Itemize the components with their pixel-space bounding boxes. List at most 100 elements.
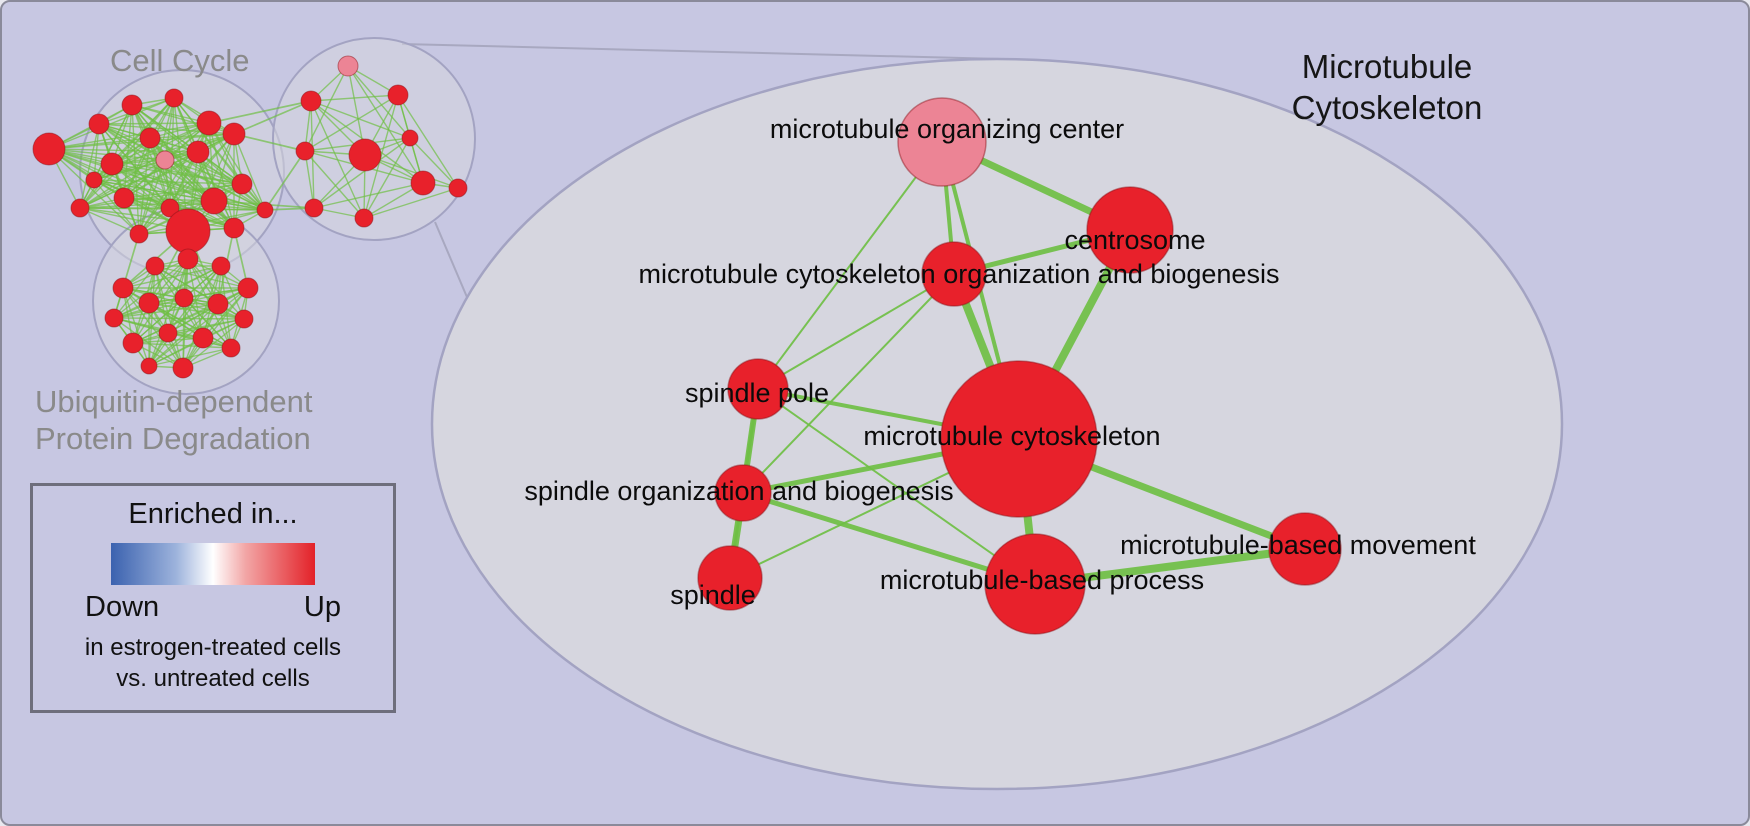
mini-node[interactable]	[100, 152, 124, 176]
mini-edge	[264, 150, 306, 211]
mini-node[interactable]	[295, 141, 315, 161]
ubiquitin-cluster-label: Ubiquitin-dependent Protein Degradation	[35, 384, 313, 456]
mini-node[interactable]	[138, 292, 160, 314]
mini-edge	[79, 123, 100, 209]
mini-node[interactable]	[234, 309, 254, 329]
mini-node[interactable]	[348, 138, 382, 172]
mini-edge	[113, 233, 140, 319]
node-centrosome[interactable]	[1086, 186, 1174, 274]
mini-edge	[347, 65, 424, 184]
mini-edge	[111, 151, 199, 165]
mini-node[interactable]	[222, 122, 246, 146]
node-mt_cyto[interactable]	[940, 360, 1098, 518]
mini-network-nodes	[32, 55, 468, 379]
mini-edge	[79, 133, 235, 209]
mini-node[interactable]	[70, 198, 90, 218]
mini-edge	[113, 258, 189, 319]
mini-node[interactable]	[145, 256, 165, 276]
legend-up-label: Up	[303, 591, 341, 623]
mini-edge	[208, 100, 312, 124]
mini-node[interactable]	[155, 150, 175, 170]
node-mt_movement[interactable]	[1268, 512, 1342, 586]
mini-node[interactable]	[122, 332, 144, 354]
mini-node[interactable]	[139, 127, 161, 149]
mini-node[interactable]	[401, 129, 419, 147]
mini-node[interactable]	[129, 224, 149, 244]
mini-edge	[183, 287, 249, 299]
legend-title: Enriched in...	[128, 498, 298, 530]
node-label-spindle_pole: spindle pole	[685, 378, 829, 408]
mini-edge	[98, 122, 210, 125]
node-label-mt_process: microtubule-based process	[880, 565, 1204, 595]
mini-edge	[310, 100, 411, 139]
mini-node[interactable]	[300, 90, 322, 112]
node-label-mcob: microtubule cytoskeleton organization an…	[639, 259, 1280, 289]
mini-edge	[397, 94, 459, 189]
mini-edge	[363, 187, 459, 219]
mini-node[interactable]	[112, 277, 134, 299]
mini-edge	[164, 159, 235, 229]
mini-edge	[132, 342, 232, 349]
mini-node[interactable]	[256, 201, 274, 219]
mini-node[interactable]	[165, 208, 211, 254]
mini-node[interactable]	[164, 88, 184, 108]
mini-edge	[113, 303, 219, 319]
edge-mcob-spindle_pole	[757, 273, 955, 390]
mini-edge	[93, 179, 140, 235]
mini-node[interactable]	[174, 288, 194, 308]
node-spindle[interactable]	[697, 545, 763, 611]
mini-node[interactable]	[32, 132, 66, 166]
mini-edge	[149, 133, 235, 139]
mini-node[interactable]	[172, 357, 194, 379]
node-spindle_pole[interactable]	[727, 358, 789, 420]
mini-node[interactable]	[85, 171, 103, 189]
mini-edge	[187, 258, 245, 320]
mini-edge	[123, 133, 235, 199]
mini-edge	[304, 150, 315, 209]
mini-edge	[409, 137, 459, 189]
mini-node[interactable]	[207, 293, 229, 315]
mini-node[interactable]	[192, 327, 214, 349]
node-mcob[interactable]	[921, 241, 987, 307]
node-label-spindle: spindle	[670, 580, 756, 610]
mini-node[interactable]	[304, 198, 324, 218]
mini-node[interactable]	[158, 323, 178, 343]
mini-edge	[138, 97, 175, 235]
node-spindle_ob[interactable]	[714, 464, 772, 522]
zoom-connector-line-0	[401, 43, 1043, 61]
node-label-centrosome: centrosome	[1064, 225, 1205, 255]
edge-mcob-spindle_ob	[742, 273, 955, 494]
mini-node[interactable]	[177, 248, 199, 270]
mini-edge	[313, 182, 424, 209]
mini-node[interactable]	[186, 140, 210, 164]
main-network-labels: microtubule organizing centercentrosomem…	[524, 114, 1476, 610]
mini-node[interactable]	[196, 110, 222, 136]
mini-node[interactable]	[160, 198, 180, 218]
mini-node[interactable]	[231, 173, 253, 195]
mini-node[interactable]	[113, 187, 135, 209]
mini-node[interactable]	[221, 338, 241, 358]
microtubule-cluster-label: Microtubule Cytoskeleton	[1291, 48, 1483, 126]
mini-node[interactable]	[337, 55, 359, 77]
mini-edge	[164, 159, 266, 211]
node-moc[interactable]	[897, 97, 987, 187]
mini-node[interactable]	[237, 277, 259, 299]
mini-node[interactable]	[410, 170, 436, 196]
mini-node[interactable]	[88, 113, 110, 135]
mini-node[interactable]	[387, 84, 409, 106]
mini-node[interactable]	[354, 208, 374, 228]
mini-edge	[164, 97, 175, 161]
mini-node[interactable]	[448, 178, 468, 198]
mini-node[interactable]	[121, 94, 143, 116]
node-label-spindle_ob: spindle organization and biogenesis	[524, 476, 953, 506]
node-mt_process[interactable]	[984, 533, 1086, 635]
mini-edge	[363, 137, 411, 219]
mini-node[interactable]	[104, 308, 124, 328]
legend-gradient-bar	[111, 543, 315, 585]
mini-node[interactable]	[140, 357, 158, 375]
mini-node[interactable]	[200, 187, 228, 215]
mini-node[interactable]	[211, 256, 231, 276]
mini-node[interactable]	[223, 217, 245, 239]
mini-edge	[233, 133, 306, 152]
